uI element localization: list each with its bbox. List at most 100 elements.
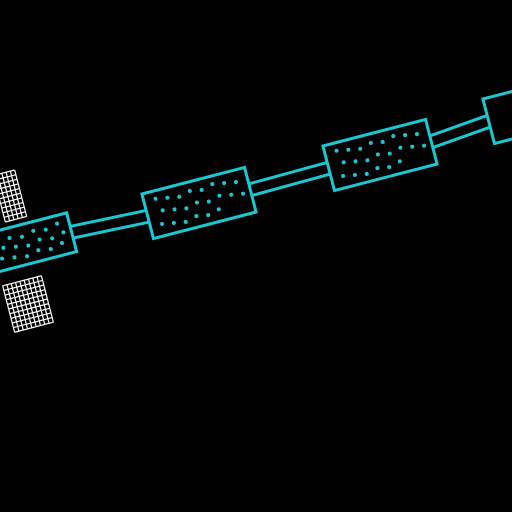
particle-dot (206, 213, 211, 218)
grid-line-v (6, 284, 20, 332)
particle-dot (216, 207, 221, 212)
particle-dot (387, 165, 392, 170)
particle-dot (1, 245, 6, 250)
grid-line-v (1, 173, 15, 220)
particle-dot (0, 256, 4, 261)
particle-dot (229, 192, 234, 197)
particle-dot (12, 255, 17, 260)
channel-line (251, 172, 331, 197)
particle-dot (55, 221, 60, 226)
grid-upper-body (0, 169, 28, 223)
grid-line-v (0, 174, 11, 222)
grid-line-h (1, 201, 24, 209)
grid-line-h (0, 197, 23, 204)
grid-line-v (0, 175, 6, 223)
chamber-4 (481, 70, 512, 146)
grid-line-h (0, 188, 20, 195)
particle-dot (177, 194, 182, 199)
particle-dot (233, 180, 238, 185)
particle-dot (375, 166, 380, 171)
chamber-2 (140, 165, 258, 241)
particle-dot (61, 230, 66, 235)
particle-dot (210, 182, 215, 187)
grid-line-v (2, 285, 16, 333)
particle-dot (241, 191, 246, 196)
grid-line-v (5, 172, 19, 219)
particle-dot (365, 158, 370, 163)
grid-line-h (5, 215, 27, 223)
grid-line-v (10, 283, 24, 331)
grid-line-h (12, 312, 52, 324)
particle-dot (31, 228, 36, 233)
particle-dot (222, 181, 227, 186)
particle-dot (391, 134, 396, 139)
grid-line-h (0, 169, 15, 177)
particle-dot (364, 171, 369, 176)
particle-dot (160, 208, 165, 213)
chamber-outline (140, 165, 258, 241)
particle-dot (341, 160, 346, 165)
particle-dot (171, 220, 176, 225)
channel-line (429, 114, 488, 138)
grid-line-v (14, 169, 28, 217)
grid-upper (0, 169, 28, 223)
channel-line (72, 220, 150, 240)
grid-line-v (27, 278, 42, 326)
channel-group (69, 114, 491, 240)
channel-line (248, 161, 328, 186)
particle-dot (165, 195, 170, 200)
chamber-1 (0, 211, 79, 275)
grid-line-v (14, 282, 29, 330)
grid-line-h (10, 307, 50, 319)
grid-line-h (4, 211, 26, 218)
particle-dot (48, 246, 53, 251)
particle-dot (26, 243, 31, 248)
grid-line-h (6, 289, 46, 301)
grid-line-v (40, 275, 54, 323)
particle-dot (403, 133, 408, 138)
grid-line-h (4, 284, 44, 296)
particle-dot (414, 132, 419, 137)
channel-line (69, 208, 147, 228)
chamber-outline (481, 70, 512, 146)
grid-line-h (9, 303, 49, 315)
grid-line-h (0, 183, 19, 191)
particle-dot (206, 199, 211, 204)
particle-dot (187, 188, 192, 193)
particle-dot (398, 145, 403, 150)
particle-dot (153, 196, 158, 201)
grid-lower (2, 275, 54, 333)
particle-dot (19, 234, 24, 239)
grid-line-h (0, 178, 18, 186)
grid-line-h (2, 275, 42, 287)
particle-dot (358, 146, 363, 151)
particle-dot (25, 254, 30, 259)
particle-dot (36, 248, 41, 253)
chamber-outline (0, 211, 79, 275)
particle-dot (194, 200, 199, 205)
grid-lower-body (2, 275, 54, 333)
particle-dot (387, 151, 392, 156)
particle-dot (172, 207, 177, 212)
particle-dot (43, 227, 48, 232)
chamber-outline (321, 117, 439, 193)
particle-dot (346, 147, 351, 152)
channel-line (432, 125, 491, 149)
grid-line-h (0, 174, 16, 181)
particle-dot (410, 144, 415, 149)
particle-dot (7, 235, 12, 240)
particle-dot (37, 237, 42, 242)
particle-dot (184, 206, 189, 211)
particle-dot (380, 139, 385, 144)
particle-dot (334, 148, 339, 153)
grid-line-v (32, 277, 46, 325)
chamber-group (0, 70, 512, 275)
grid-line-v (23, 280, 37, 327)
grid-line-h (13, 316, 53, 329)
chamber-3 (321, 117, 439, 193)
particle-dot (368, 140, 373, 145)
particle-dot (352, 172, 357, 177)
grid-line-h (7, 293, 47, 305)
